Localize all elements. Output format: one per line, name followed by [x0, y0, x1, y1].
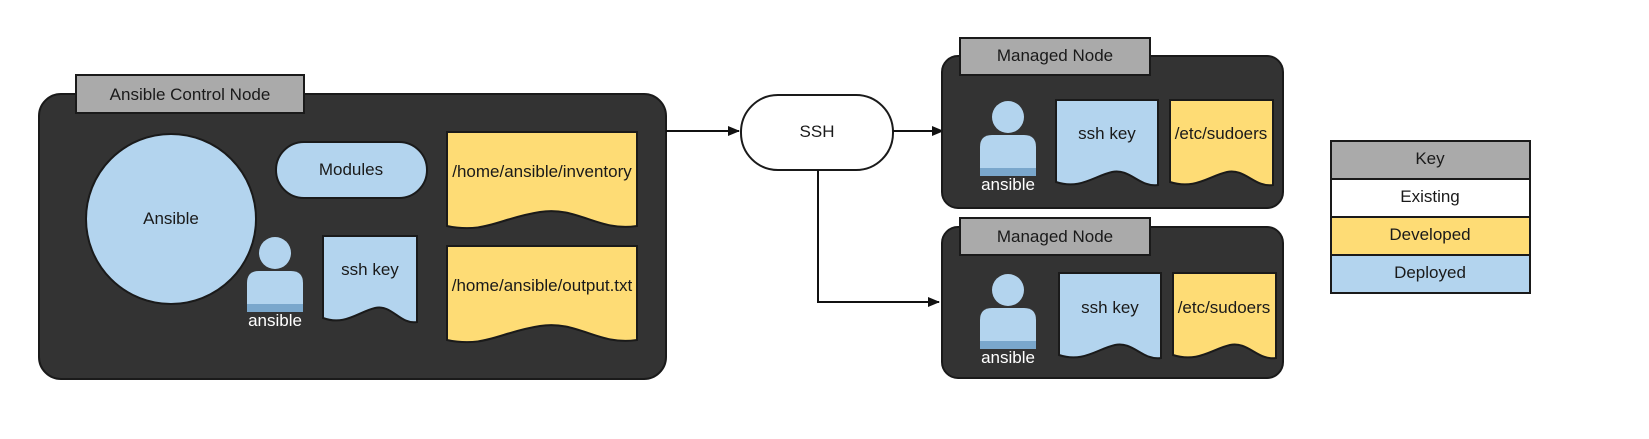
user-icon: [980, 101, 1036, 176]
managed-node: Managed Node ansible ssh key /etc/sudoer…: [941, 217, 1284, 379]
ssh-key-document: [1055, 99, 1159, 187]
managed-node-title: Managed Node: [997, 46, 1113, 65]
managed-node-tab: [959, 217, 1151, 256]
control-node-tab: [75, 74, 305, 114]
control-node: Ansible Control Node Ansible Modules /ho…: [38, 74, 667, 380]
ssh-key-document: [322, 235, 418, 324]
legend-item-developed: Developed: [1389, 225, 1470, 244]
legend-swatch-deployed: [1330, 254, 1531, 294]
modules-label: Modules: [319, 160, 383, 179]
user-icon: [247, 237, 303, 312]
legend-item-deployed: Deployed: [1394, 263, 1466, 282]
user-label: ansible: [981, 175, 1035, 194]
sudoers-document: [1169, 99, 1274, 187]
user-label: ansible: [981, 348, 1035, 367]
ssh-key-label: ssh key: [341, 260, 399, 279]
ansible-circle: [85, 133, 257, 305]
legend-item-existing: Existing: [1400, 187, 1460, 206]
legend-swatch-existing: [1330, 178, 1531, 218]
legend-swatch-developed: [1330, 216, 1531, 256]
user-label: ansible: [248, 311, 302, 330]
output-document: [446, 245, 638, 344]
user-icon: [980, 274, 1036, 349]
sudoers-document: [1172, 272, 1277, 360]
managed-node: Managed Node ansible ssh key /etc/sudoer…: [941, 37, 1284, 209]
modules-pill: [275, 141, 428, 199]
output-label: /home/ansible/output.txt: [452, 276, 633, 295]
ssh-key-label: ssh key: [1081, 298, 1139, 317]
sudoers-label: /etc/sudoers: [1175, 124, 1268, 143]
managed-node-title: Managed Node: [997, 227, 1113, 246]
legend: Key Existing Developed Deployed: [1330, 140, 1531, 294]
legend-title: Key: [1415, 149, 1445, 168]
sudoers-label: /etc/sudoers: [1178, 298, 1271, 317]
inventory-label: /home/ansible/inventory: [452, 162, 632, 181]
inventory-document: [446, 131, 638, 230]
managed-node-tab: [959, 37, 1151, 76]
control-node-title: Ansible Control Node: [110, 85, 271, 104]
ansible-label: Ansible: [143, 209, 199, 228]
ssh-key-document: [1058, 272, 1162, 360]
edge-ssh-to-managed-node-2: [817, 170, 940, 307]
ssh-key-label: ssh key: [1078, 124, 1136, 143]
ssh-label: SSH: [800, 122, 835, 141]
